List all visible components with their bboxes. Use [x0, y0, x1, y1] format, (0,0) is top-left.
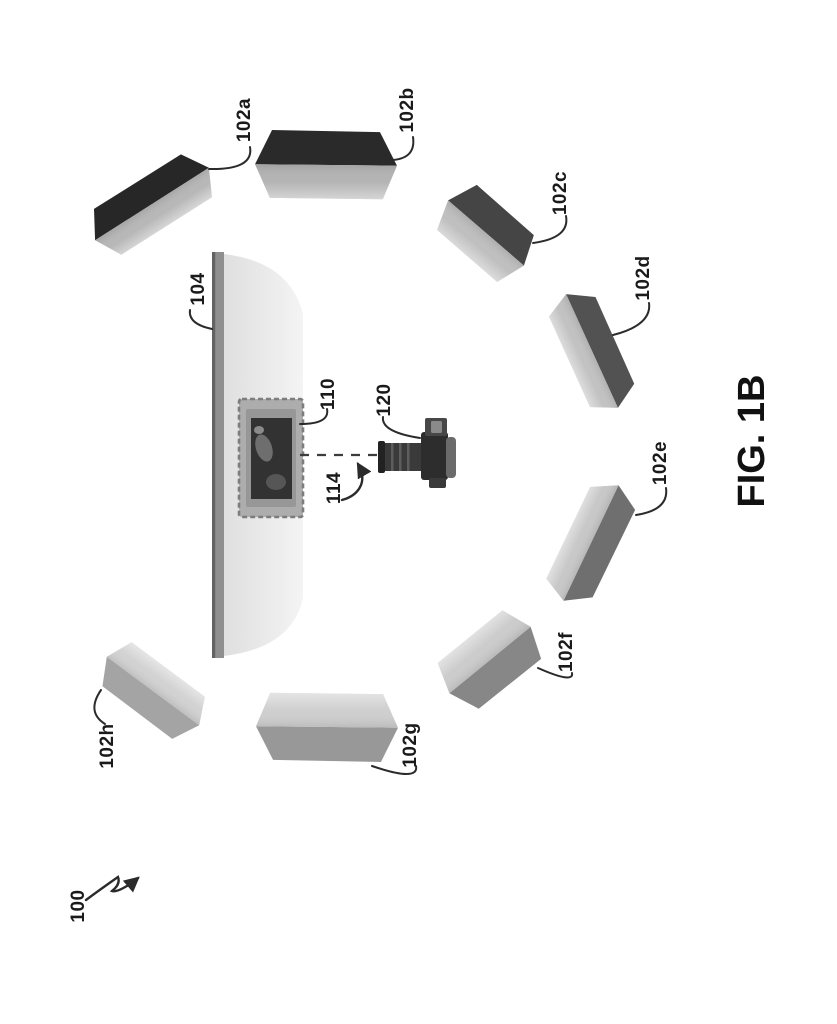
- arrow-114: [340, 461, 372, 502]
- panel-h-back-face: [102, 656, 200, 739]
- panel-c-back-face: [448, 184, 534, 266]
- figure-caption: FIG. 1B: [731, 374, 773, 507]
- label-102a: 102a: [234, 98, 255, 142]
- leader-110: [299, 408, 329, 425]
- panel-b-back-face: [255, 130, 397, 166]
- leader-104: [188, 309, 213, 330]
- label-102h: 102h: [97, 723, 118, 768]
- leader-102c: [532, 215, 568, 244]
- artwork-paint-highlight-1: [255, 434, 273, 462]
- label-114: 114: [324, 472, 345, 504]
- label-102e: 102e: [650, 441, 671, 485]
- panel-a-back-face: [93, 154, 209, 241]
- light-panel-102b: [255, 130, 397, 200]
- light-panel-102h: [102, 642, 205, 739]
- label-102d: 102d: [633, 255, 654, 300]
- panel-e-back-face: [563, 485, 636, 601]
- camera-lens-ridge-1: [391, 443, 394, 471]
- camera-prism-window: [431, 421, 442, 433]
- panel-d-back-face: [566, 294, 635, 408]
- camera-body: [421, 432, 448, 480]
- label-104: 104: [188, 272, 209, 305]
- light-panel-102g: [256, 692, 398, 762]
- arrow-100: [84, 875, 140, 902]
- camera-lens-ridge-3: [407, 443, 410, 471]
- panel-a-light-face-shading: [95, 167, 212, 255]
- wall-strip-edge: [212, 252, 216, 658]
- leader-102g: [371, 765, 418, 775]
- label-110: 110: [318, 378, 339, 410]
- panel-f-back-face: [449, 626, 542, 709]
- camera-120: [378, 418, 456, 488]
- leader-102e: [635, 487, 668, 516]
- light-panel-102e: [546, 485, 636, 601]
- label-100-system-reference: 100: [68, 889, 89, 922]
- leader-102b: [392, 136, 415, 161]
- label-102g: 102g: [400, 722, 421, 767]
- light-panel-102f: [437, 610, 542, 709]
- light-panel-102d: [548, 294, 635, 408]
- panel-g-light-face-shading: [256, 692, 398, 728]
- light-panel-102a: [93, 154, 212, 255]
- camera-lens-ridge-2: [399, 443, 402, 471]
- panel-h-light-face-shading: [106, 642, 205, 726]
- light-panel-102c: [437, 184, 534, 282]
- leader-102f: [537, 667, 574, 679]
- label-102c: 102c: [550, 171, 571, 215]
- panel-d-light-face-shading: [548, 294, 618, 408]
- panel-g-back-face: [256, 726, 398, 762]
- artwork-paint-highlight-2: [266, 474, 286, 490]
- artwork-110: [237, 397, 305, 519]
- camera-grip: [446, 437, 456, 478]
- label-120: 120: [374, 383, 395, 416]
- panel-c-light-face-shading: [437, 200, 524, 282]
- panel-f-light-face-shading: [437, 610, 531, 694]
- panel-b-light-face-shading: [255, 164, 397, 200]
- leader-102a: [208, 146, 252, 171]
- artwork-paint-highlight-3: [254, 426, 264, 434]
- label-102f: 102f: [556, 632, 577, 672]
- leader-102h: [93, 689, 106, 725]
- camera-lens-rim: [378, 441, 385, 473]
- camera-base: [429, 478, 446, 488]
- leader-120: [381, 416, 421, 439]
- label-102b: 102b: [397, 87, 418, 132]
- panel-e-light-face-shading: [546, 485, 619, 601]
- leader-102d: [612, 302, 651, 336]
